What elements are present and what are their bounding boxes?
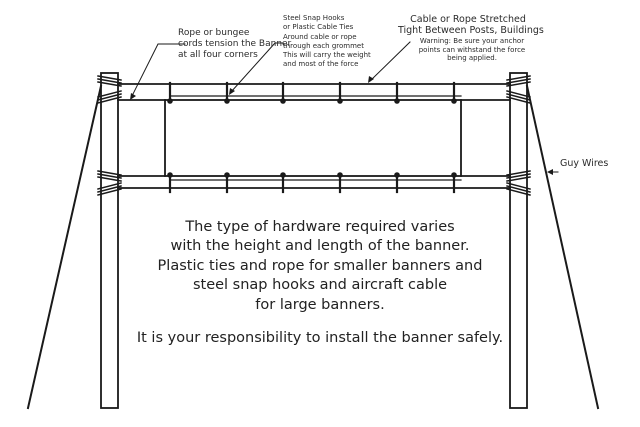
callout-line: being applied. [447,54,497,62]
callout-line: Cable or Rope Stretched [410,14,526,25]
callout-line: points can withstand the force [418,45,526,54]
callout-line: This will carry the weight [283,51,371,60]
callout-line: Steel Snap Hooks [283,14,345,22]
callout-line: Tight Between Posts, Buildings [398,25,544,36]
snap-arrow-icon [229,88,235,95]
arrowheads [130,76,553,175]
callout-line: or Plastic Cable Ties [283,23,354,32]
banner [164,99,462,177]
safety-notice: It is your responsibility to install the… [136,330,504,346]
description-line: Plastic ties and rope for smaller banner… [157,257,483,274]
callout-line: Around cable or rope [283,32,357,41]
hardware-description: The type of hardware required varies wit… [130,218,510,315]
callout-line: cords tension the Banner [178,39,292,49]
right-guy-wire [525,84,600,410]
description-line: with the height and length of the banner… [170,238,470,255]
rope-arrow-icon [130,93,136,100]
bottom-snap-hooks [168,174,456,194]
callout-line: Warning: Be sure your anchor [419,37,525,45]
guy-wires-callout: Guy Wires [560,158,609,169]
cable-warning-callout: Warning: Be sure your anchor points can … [408,37,536,63]
right-post [509,72,528,409]
callout-line: and most of the force [283,60,359,69]
callout-line: Rope or bungee [178,28,250,38]
callout-line: through each grommet [283,41,364,50]
description-line: The type of hardware required varies [185,219,455,235]
left-post-lashings [97,75,122,196]
left-post [100,72,119,409]
cable-callout-leader [369,41,411,82]
description-line: for large banners. [255,296,385,313]
snap-hooks-callout: Steel Snap Hooks or Plastic Cable Ties A… [283,14,371,70]
rope-bungee-callout: Rope or bungee cords tension the Banner … [178,28,291,61]
left-guy-wire [26,84,103,410]
snap-callout-leader [230,42,284,93]
right-post-lashings [506,75,531,196]
rope-callout-leader [131,43,186,97]
cable-arrow-icon [368,76,374,83]
top-snap-hooks [168,81,456,102]
description-line: steel snap hooks and aircraft cable [192,277,448,294]
cable-callout-title: Cable or Rope Stretched Tight Between Po… [398,14,544,36]
guy-arrow-icon [547,169,553,175]
grommets [167,98,457,178]
callout-line: at all four corners [178,50,258,60]
